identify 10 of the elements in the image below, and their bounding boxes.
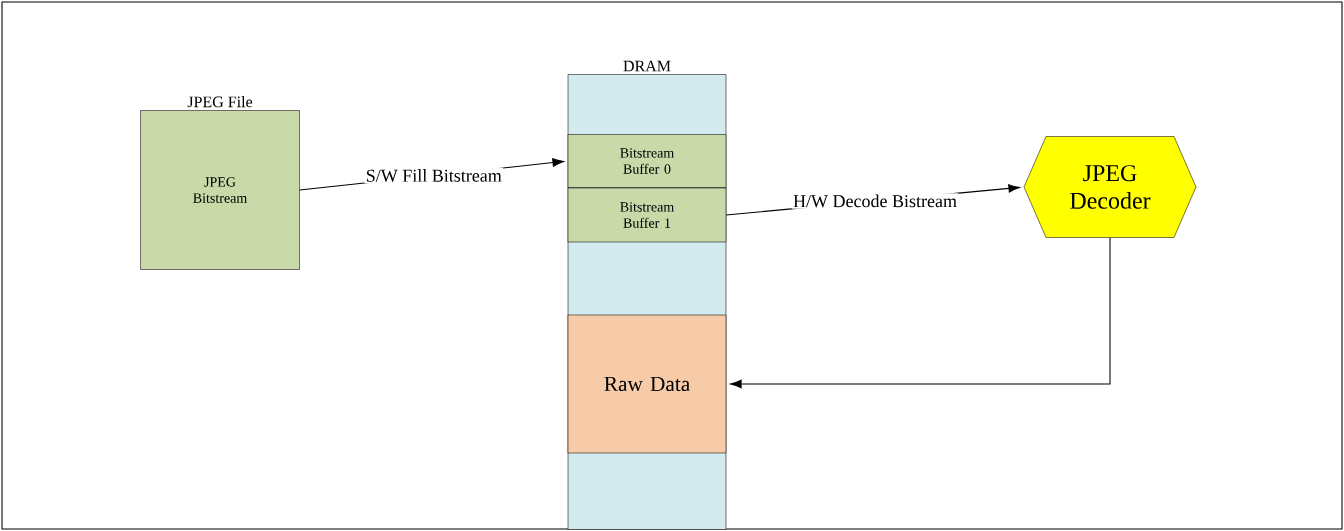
buffer-box: Bitstream Buffer 0 — [567, 134, 727, 188]
buffer-box: Bitstream Buffer 1 — [567, 187, 727, 243]
file-box: JPEG Bitstream — [140, 110, 300, 270]
edge-label: S/W Fill Bitstream — [367, 169, 502, 182]
box-heading: JPEG File — [187, 96, 253, 108]
data-region: Raw Data — [567, 314, 727, 454]
box-heading: DRAM — [623, 60, 671, 72]
edge-label: H/W Decode Bistream — [793, 194, 957, 208]
decoder-hexagon: JPEG Decoder — [1023, 136, 1197, 238]
arrow — [730, 237, 1111, 389]
